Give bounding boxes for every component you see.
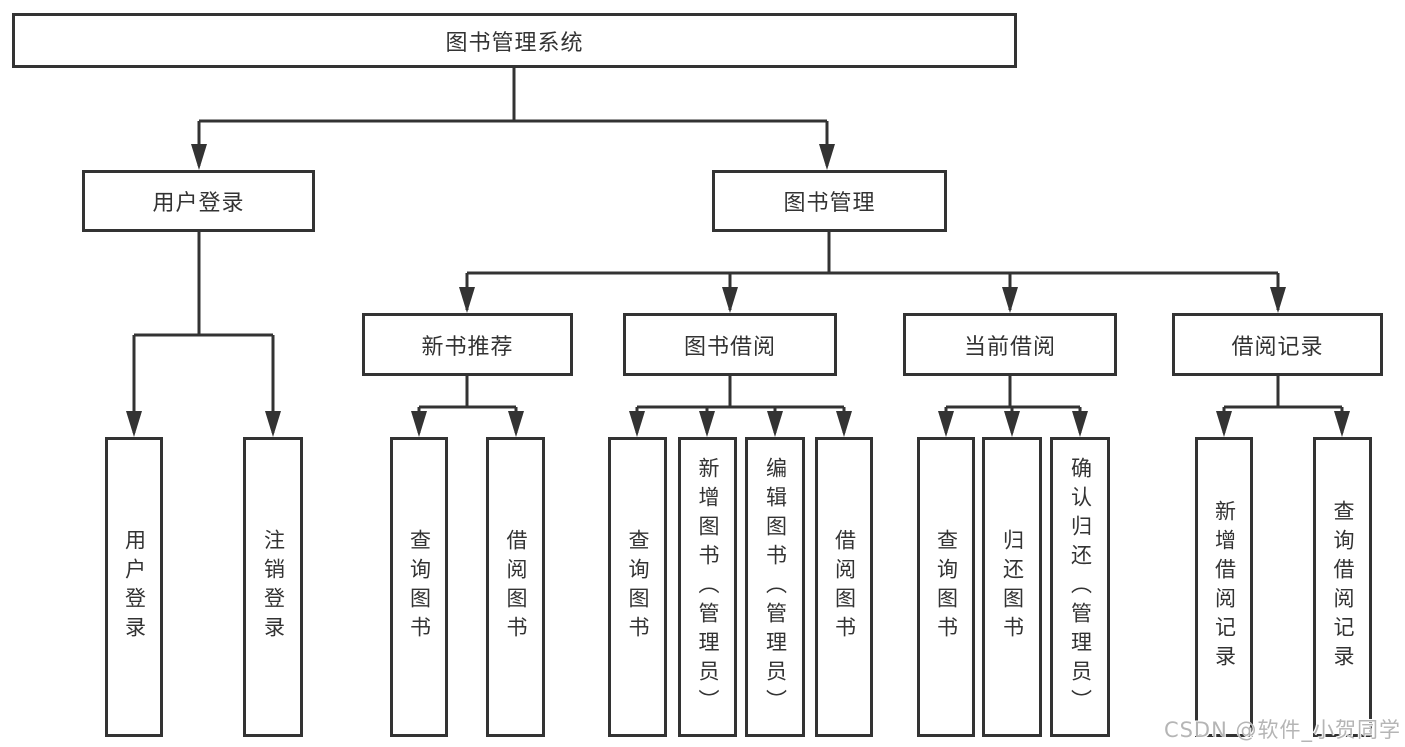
leaf-query-books-recommend: 查询图书 — [390, 437, 448, 737]
connector-new-book-recommend-children — [411, 376, 524, 437]
arrowhead — [767, 411, 783, 437]
node-label: 查询图书 — [626, 529, 650, 645]
node-root-library-system: 图书管理系统 — [12, 13, 1017, 68]
arrowhead — [1072, 411, 1088, 437]
node-label: 确认归还（管理员） — [1068, 456, 1093, 718]
arrowhead — [126, 411, 142, 437]
leaf-edit-books-admin: 编辑图书（管理员） — [745, 437, 805, 737]
leaf-borrow-books-recommend: 借阅图书 — [486, 437, 545, 737]
connector-book-management-children — [459, 232, 1286, 313]
arrowhead — [1334, 411, 1350, 437]
leaf-borrow-books: 借阅图书 — [815, 437, 873, 737]
node-label: 用户登录 — [122, 529, 147, 645]
leaf-query-books-current: 查询图书 — [917, 437, 975, 737]
arrowhead — [629, 411, 645, 437]
arrowhead — [938, 411, 954, 437]
arrowhead — [1004, 411, 1020, 437]
arrowhead — [265, 411, 281, 437]
node-label: 图书管理系统 — [445, 30, 584, 56]
node-label: 借阅图书 — [504, 529, 528, 645]
node-user-login: 用户登录 — [82, 170, 315, 232]
leaf-logout: 注销登录 — [243, 437, 303, 737]
arrowhead — [699, 411, 715, 437]
arrowhead — [191, 144, 207, 170]
leaf-confirm-return-admin: 确认归还（管理员） — [1050, 437, 1110, 737]
node-label: 新增借阅记录 — [1212, 500, 1237, 674]
node-borrow-records: 借阅记录 — [1172, 313, 1383, 376]
arrowhead — [1002, 287, 1018, 313]
node-new-book-recommend: 新书推荐 — [362, 313, 573, 376]
connector-root-to-level2 — [191, 68, 835, 170]
arrowhead — [1270, 287, 1286, 313]
leaf-query-books-borrow: 查询图书 — [608, 437, 667, 737]
arrowhead — [508, 411, 524, 437]
node-book-management: 图书管理 — [712, 170, 947, 232]
node-label: 编辑图书（管理员） — [763, 456, 788, 718]
node-label: 查询借阅记录 — [1331, 500, 1355, 674]
arrowhead — [836, 411, 852, 437]
node-label: 注销登录 — [261, 529, 286, 645]
connector-current-borrow-children — [938, 376, 1088, 437]
node-label: 当前借阅 — [963, 334, 1056, 360]
arrowhead — [1216, 411, 1232, 437]
leaf-add-borrow-record: 新增借阅记录 — [1195, 437, 1253, 737]
node-label: 新增图书（管理员） — [696, 456, 720, 718]
connector-user-login-children — [126, 232, 281, 437]
leaf-return-books: 归还图书 — [982, 437, 1042, 737]
node-label: 归还图书 — [1000, 529, 1025, 645]
node-label: 图书管理 — [783, 191, 876, 216]
node-label: 用户登录 — [152, 191, 245, 216]
node-label: 借阅图书 — [832, 529, 857, 645]
node-label: 查询图书 — [934, 529, 959, 645]
arrowhead — [411, 411, 427, 437]
node-label: 图书借阅 — [683, 334, 776, 360]
arrowhead — [722, 287, 738, 313]
leaf-add-books-admin: 新增图书（管理员） — [678, 437, 737, 737]
leaf-query-borrow-record: 查询借阅记录 — [1313, 437, 1372, 737]
arrowhead — [819, 144, 835, 170]
node-current-borrow: 当前借阅 — [903, 313, 1117, 376]
node-label: 新书推荐 — [421, 334, 514, 360]
csdn-watermark: CSDN @软件_小贺同学 — [1163, 718, 1401, 742]
arrowhead — [459, 287, 475, 313]
connector-borrow-records-children — [1216, 376, 1350, 437]
connector-book-borrow-children — [629, 376, 852, 437]
node-book-borrow: 图书借阅 — [623, 313, 837, 376]
node-label: 借阅记录 — [1231, 334, 1324, 360]
leaf-user-login: 用户登录 — [105, 437, 163, 737]
node-label: 查询图书 — [407, 529, 432, 645]
